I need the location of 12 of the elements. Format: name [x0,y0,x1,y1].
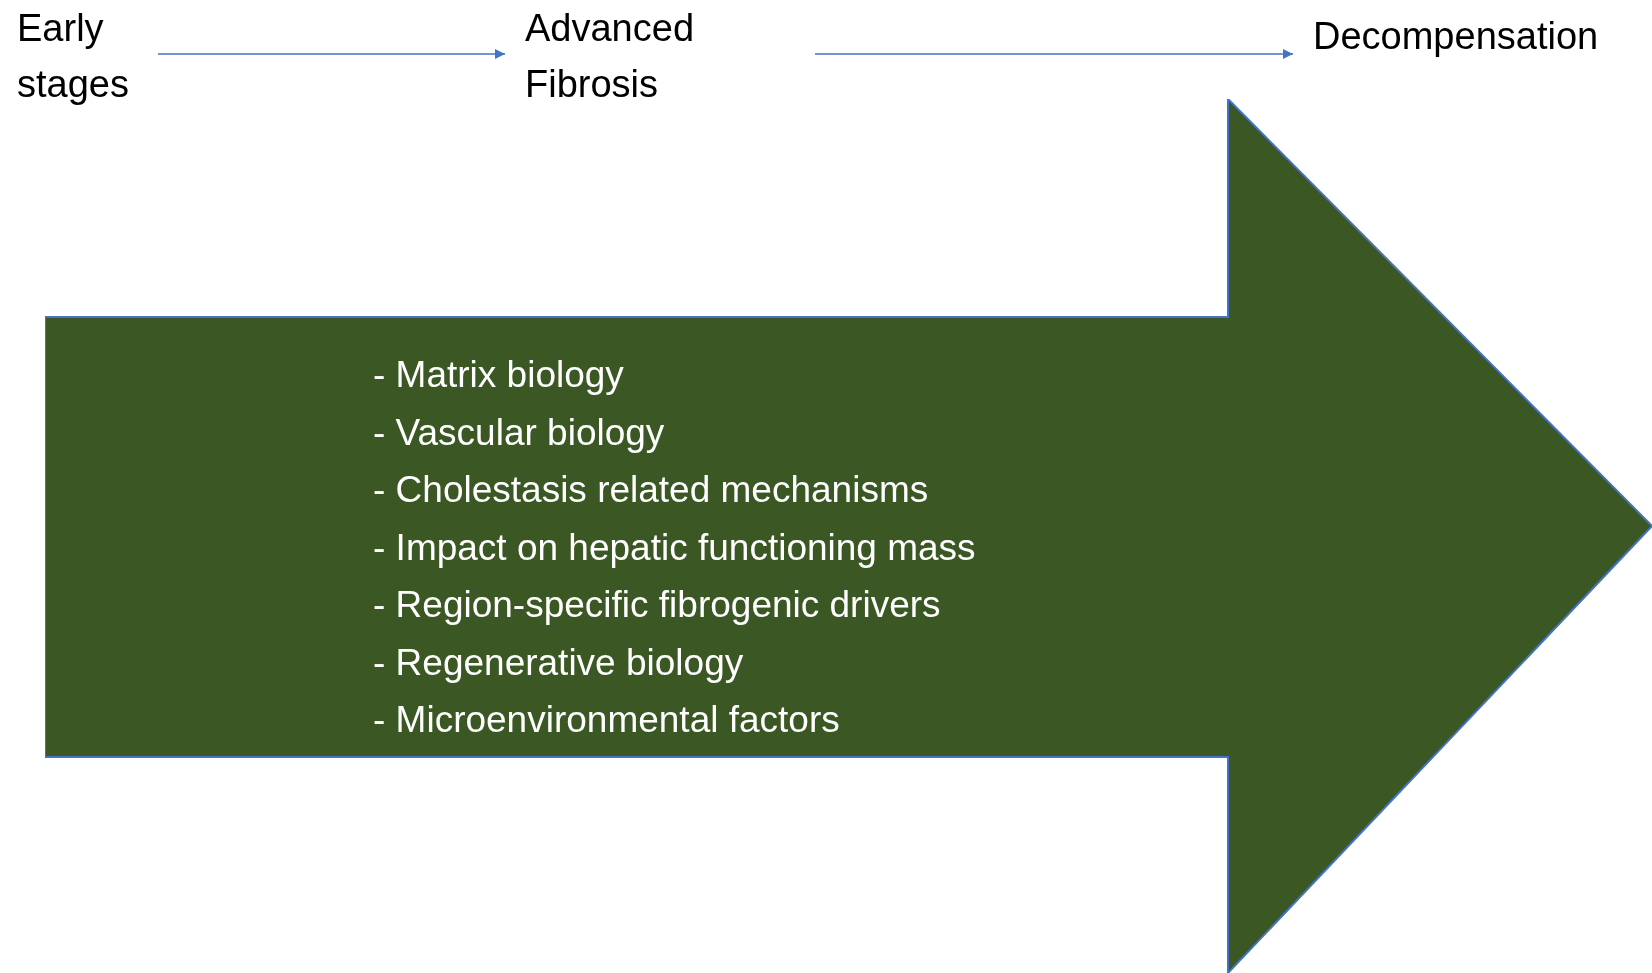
stage-label: Early stages [17,0,157,112]
stage-label: Decompensation [1313,8,1643,64]
list-item: - Region-specific fibrogenic drivers [373,583,941,627]
list-item: - Microenvironmental factors [373,698,840,742]
list-item: - Matrix biology [373,353,624,397]
arrow [814,48,1294,60]
list-item: - Regenerative biology [373,640,744,685]
list-item: - Impact on hepatic functioning mass [373,525,976,570]
list-item: - Cholestasis related mechanisms [373,468,929,512]
arrow [157,48,506,60]
list-item: - Vascular biology [373,410,665,455]
stage-label: Advanced Fibrosis [525,0,745,112]
